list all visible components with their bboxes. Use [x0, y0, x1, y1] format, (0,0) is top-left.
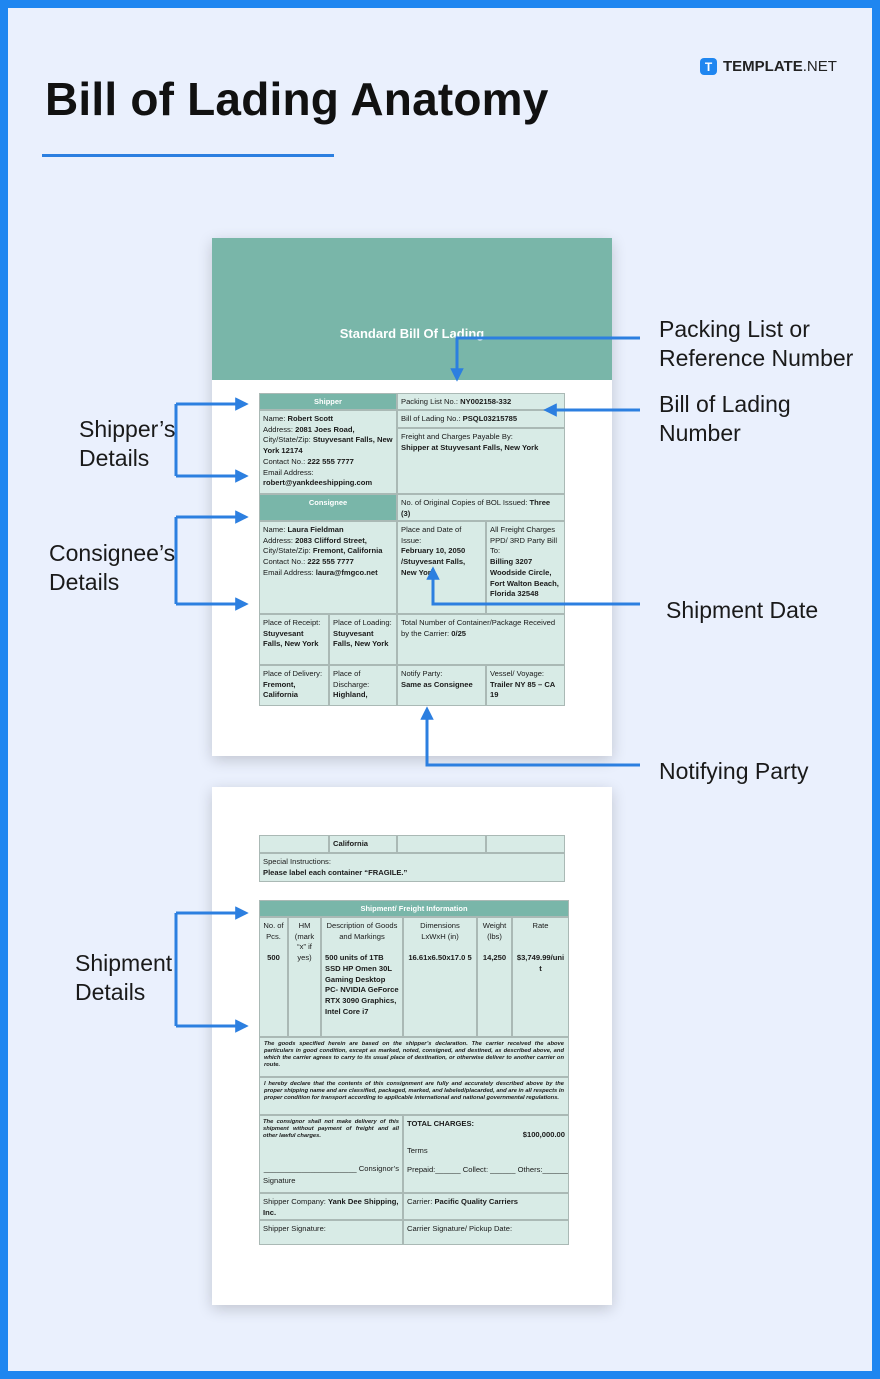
place-of-loading-cell: Place of Loading:Stuyvesant Falls, New Y… [329, 614, 397, 665]
continued-vessel-cell [486, 835, 565, 853]
bol-copies-cell: No. of Original Copies of BOL Issued: Th… [397, 494, 565, 521]
freight-payable-cell: Freight and Charges Payable By:Shipper a… [397, 428, 565, 494]
template-logo-icon: T [700, 58, 717, 75]
consignee-header: Consignee [259, 494, 397, 521]
place-of-delivery-cell: Place of Delivery:Fremont, California [259, 665, 329, 706]
continued-discharge-cell: California [329, 835, 397, 853]
shipper-bracket-line [174, 402, 245, 478]
document-page-2: California Special Instructions:Please l… [212, 787, 612, 1305]
weight-cell: Weight (lbs)14,250 [477, 917, 512, 1037]
label-notifying-party: Notifying Party [659, 758, 809, 784]
packing-list-cell: Packing List No.: NY002158-332 [397, 393, 565, 410]
bol-number-cell: Bill of Lading No.: PSQL03215785 [397, 410, 565, 428]
place-of-receipt-cell: Place of Receipt:Stuyvesant Falls, New Y… [259, 614, 329, 665]
document-title: Standard Bill Of Lading [339, 326, 485, 341]
shipper-signature-cell: Shipper Signature: [259, 1220, 403, 1245]
page-title: Bill of Lading Anatomy [45, 73, 549, 125]
freight-bill-to-cell: All Freight Charges PPD/ 3RD Party Bill … [486, 521, 565, 614]
place-date-issue-cell: Place and Date of Issue:February 10, 205… [397, 521, 486, 614]
consignor-signature-line: ______________________ Consignor’s [263, 1164, 399, 1174]
vessel-voyage-cell: Vessel/ Voyage:Trailer NY 85 – CA 19 [486, 665, 565, 706]
shipment-date-arrow [426, 566, 640, 606]
consignee-details-cell: Name: Laura Fieldman Address: 2083 Cliff… [259, 521, 397, 614]
total-charges-cell: TOTAL CHARGES: $100,000.00 Terms Prepaid… [403, 1115, 569, 1193]
pieces-cell: No. of Pcs.500 [259, 917, 288, 1037]
carrier-cell: Carrier: Pacific Quality Carriers [403, 1193, 569, 1220]
brand-name: TEMPLATE.NET [723, 58, 837, 75]
consignor-note: The consignor shall not make delivery of… [263, 1119, 399, 1140]
carrier-declaration: The goods specified herein are based on … [259, 1037, 569, 1077]
consignor-signature-cell: The consignor shall not make delivery of… [259, 1115, 403, 1193]
rate-cell: Rate$3,749.99/uni t [512, 917, 569, 1037]
dimensions-cell: Dimensions LxWxH (in)16.61x6.50x17.0 5 [403, 917, 477, 1037]
label-shipment-date: Shipment Date [666, 597, 819, 623]
title-underline [42, 154, 334, 157]
shipment-info-header: Shipment/ Freight Information [259, 900, 569, 917]
place-of-discharge-cell: Place of Discharge:Highland, [329, 665, 397, 706]
brand-logo: T TEMPLATE.NET [700, 58, 837, 75]
continued-cell-blank [259, 835, 329, 853]
hazmat-cell: HM (mark “x” if yes) [288, 917, 321, 1037]
container-count-cell: Total Number of Container/Package Receiv… [397, 614, 565, 665]
special-instructions-cell: Special Instructions:Please label each c… [259, 853, 565, 882]
consignor-signature-label: Signature [263, 1175, 296, 1185]
continued-notify-cell [397, 835, 486, 853]
packing-list-arrow [450, 336, 640, 382]
document-page-1: Standard Bill Of Lading Shipper Packing … [212, 238, 612, 756]
notify-party-cell: Notify Party:Same as Consignee [397, 665, 486, 706]
notifying-party-arrow [420, 706, 640, 767]
shipper-company-cell: Shipper Company: Yank Dee Shipping, Inc. [259, 1193, 403, 1220]
document-banner: Standard Bill Of Lading [212, 238, 612, 380]
carrier-signature-cell: Carrier Signature/ Pickup Date: [403, 1220, 569, 1245]
shipper-declaration: I hereby declare that the contents of th… [259, 1077, 569, 1115]
shipper-header: Shipper [259, 393, 397, 410]
shipper-details-cell: Name: Robert Scott Address: 2081 Joes Ro… [259, 410, 397, 494]
